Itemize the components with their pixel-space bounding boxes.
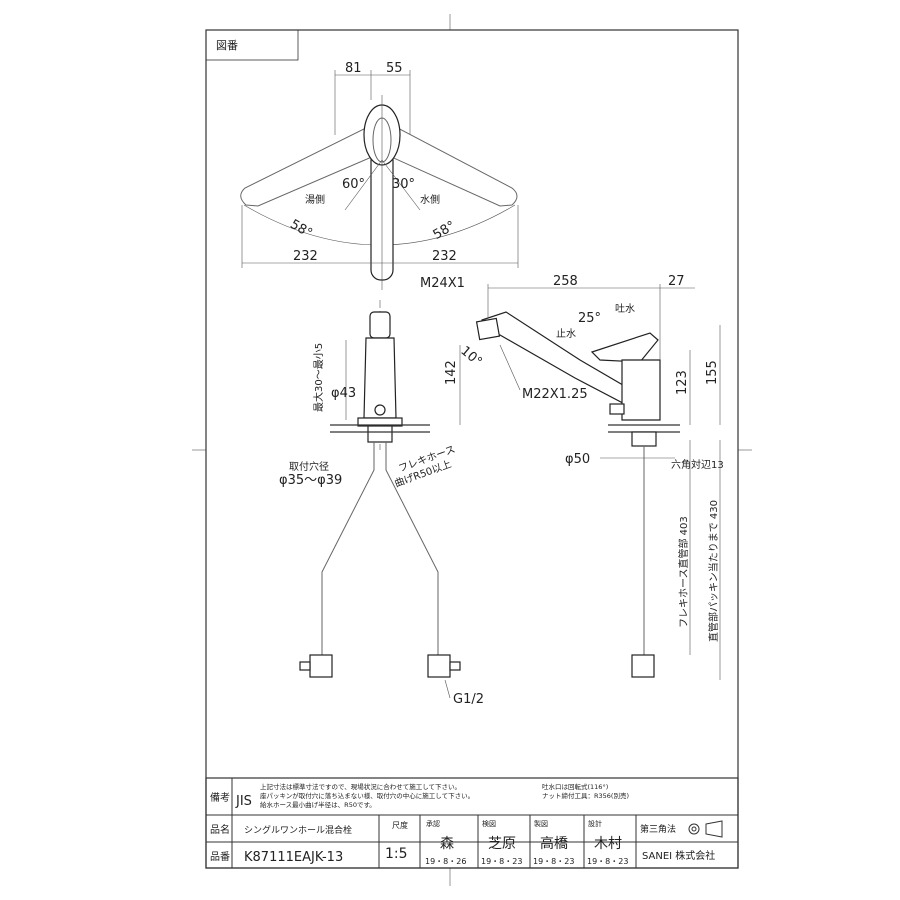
fitting-right — [427, 654, 451, 678]
projection-label: 第三角法 — [640, 823, 676, 835]
number-label: 品番 — [210, 851, 230, 863]
design-name: 木村 — [594, 836, 622, 852]
lever-side — [590, 332, 659, 363]
hose-right — [385, 442, 439, 655]
hot-side-label: 湯側 — [305, 193, 325, 206]
note-3: 給水ホース最小曲げ半径は、R50です。 — [260, 800, 376, 809]
check-label: 検図 — [482, 819, 496, 828]
dim-43: φ43 — [331, 386, 356, 401]
m22-label: M22X1.25 — [522, 387, 588, 402]
note-1: 上記寸法は標準寸法ですので、現場状況に合わせて施工して下さい。 — [260, 782, 461, 791]
mount-hole-range: φ35〜φ39 — [279, 473, 342, 488]
m24-label: M24X1 — [420, 276, 465, 291]
right-swung-spout — [375, 124, 518, 207]
jis-label: JIS — [235, 794, 252, 809]
design-date: 19・8・23 — [587, 857, 628, 866]
hex-label: 六角対辺13 — [671, 458, 724, 471]
cold-side-label: 水側 — [420, 193, 440, 206]
name-value: シングルワンホール混合栓 — [244, 824, 352, 836]
note-4: 吐水口は回転式(116°) — [542, 782, 608, 791]
dim-232-left: 232 — [293, 249, 318, 264]
dim-123: 123 — [675, 370, 690, 395]
dim-155: 155 — [705, 360, 720, 385]
note-2: 座パッキンが取付穴に落ち込まない様、取付穴の中心に施工して下さい。 — [260, 791, 474, 800]
shank-front — [367, 425, 393, 443]
dim-232-right: 232 — [432, 249, 457, 264]
dim-27: 27 — [668, 274, 685, 289]
side-view: M24X1 258 27 吐水 25° 止水 10° 142 M22X1.25 … — [420, 274, 724, 680]
left-swung-spout — [240, 124, 389, 207]
hose-left — [321, 442, 375, 655]
screw-front — [374, 404, 386, 416]
angle-10: 10° — [457, 344, 484, 370]
packing-length: 直管部パッキン当たりまで 430 — [707, 500, 720, 642]
angle-25: 25° — [578, 311, 601, 326]
name-label: 品名 — [210, 823, 230, 836]
scale-label: 尺度 — [392, 820, 408, 830]
g-thread: G1/2 — [453, 692, 484, 707]
draft-date: 19・8・23 — [533, 857, 574, 866]
check-date: 19・8・23 — [481, 857, 522, 866]
scale-value: 1:5 — [385, 846, 408, 862]
hose-length: フレキホース直管部 403 — [677, 516, 690, 628]
company-name: SANEI 株式会社 — [642, 849, 715, 862]
draft-name: 高橋 — [540, 835, 568, 852]
angle-58-left: 58° — [287, 217, 314, 242]
approve-label: 承認 — [426, 819, 440, 828]
number-value: K87111EAJK-13 — [244, 850, 343, 865]
dim-55: 55 — [386, 61, 403, 76]
zuban-box — [205, 29, 299, 61]
max-height-label: 最大30〜最小5 — [312, 343, 325, 412]
body-side — [621, 359, 661, 421]
approve-name: 森 — [440, 836, 454, 852]
design-label: 設計 — [588, 819, 602, 828]
shank-side — [631, 431, 657, 447]
check-name: 芝原 — [488, 836, 516, 852]
aerator-side — [475, 317, 501, 341]
angle-60: 60° — [342, 177, 365, 192]
remarks-label: 備考 — [210, 791, 230, 804]
fitting-left — [309, 654, 333, 678]
lever-front — [369, 311, 391, 339]
dim-50: φ50 — [565, 452, 590, 467]
note-5: ナット締付工具：R356(別売) — [542, 791, 629, 800]
third-angle-projection-icon — [688, 820, 723, 838]
approve-date: 19・8・26 — [425, 857, 466, 866]
draft-label: 製図 — [534, 819, 548, 828]
dim-81: 81 — [345, 61, 362, 76]
spout-water-label: 吐水 — [615, 303, 635, 315]
top-view: 81 55 60° 30° 湯側 水側 58° 58° 232 232 — [240, 61, 519, 290]
title-block: 備考 JIS 上記寸法は標準寸法ですので、現場状況に合わせて施工して下さい。 座… — [205, 777, 739, 869]
mount-hole-label: 取付穴径 — [289, 460, 329, 473]
angle-30: 30° — [392, 177, 415, 192]
drawing-frame — [205, 29, 739, 869]
stop-water-label: 止水 — [556, 328, 576, 340]
fitting-side — [631, 654, 655, 678]
angle-58-right: 58° — [431, 218, 458, 243]
dim-142: 142 — [444, 360, 459, 385]
zuban-label: 図番 — [216, 39, 238, 52]
dim-258: 258 — [553, 274, 578, 289]
